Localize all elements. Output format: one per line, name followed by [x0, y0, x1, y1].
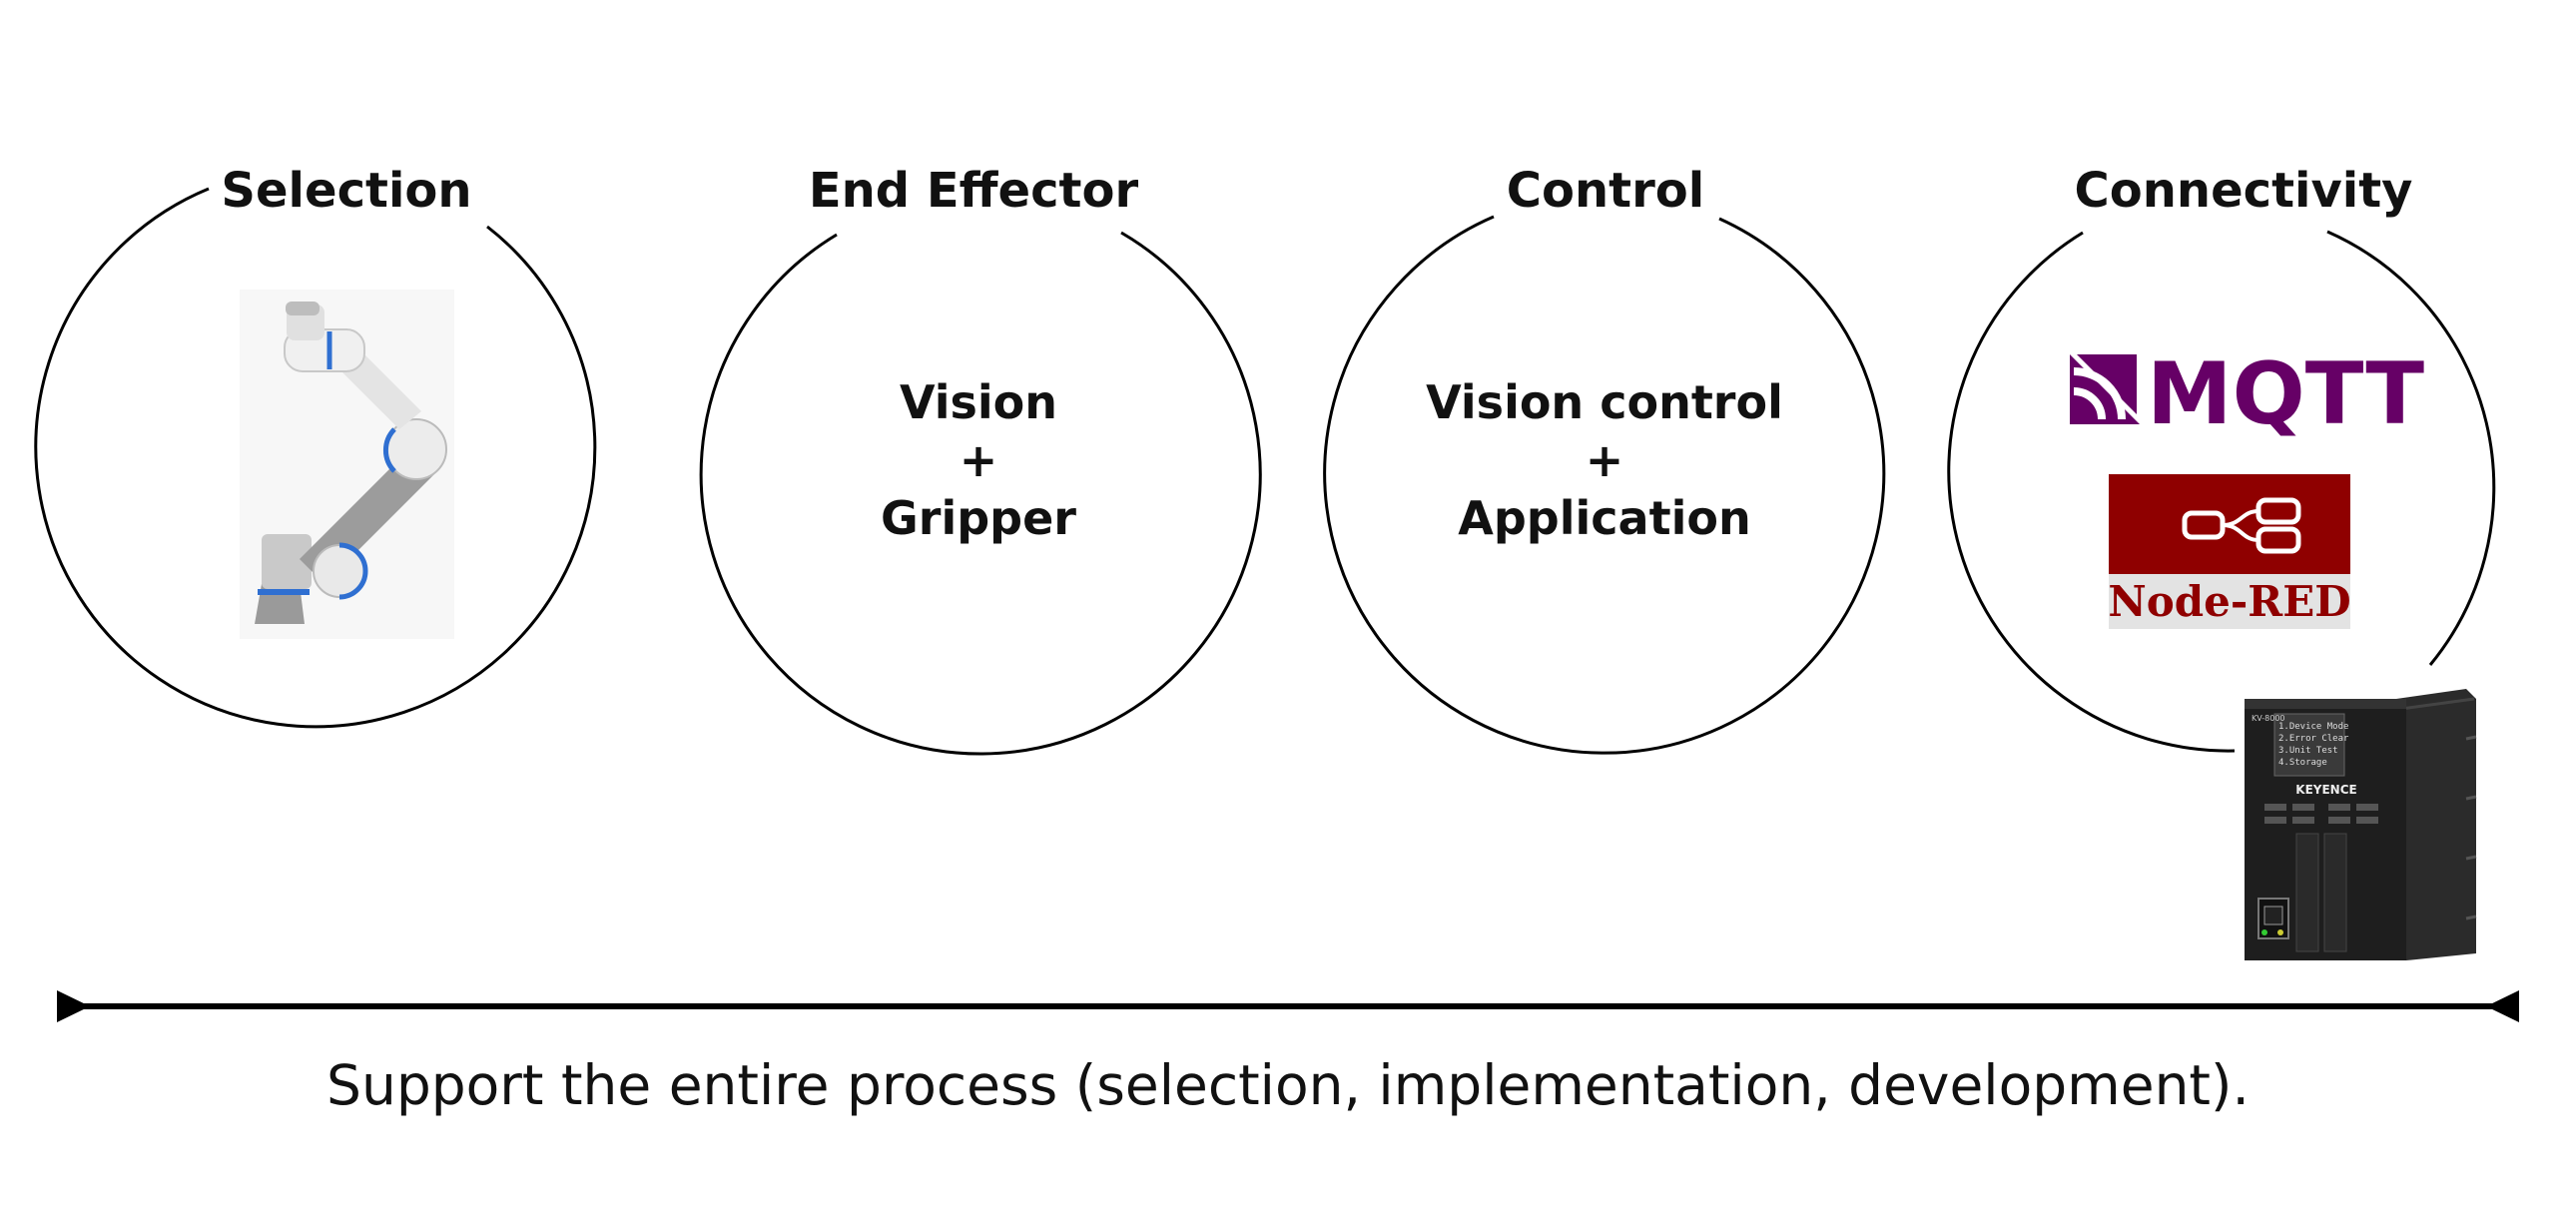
end-effector-circle — [699, 231, 1262, 756]
plc-screen-line-3: 3.Unit Test — [2278, 746, 2338, 756]
plc-device-image: 1.Device Mode 2.Error Clear 3.Unit Test … — [2245, 689, 2477, 960]
robot-arm-image — [240, 290, 454, 639]
mqtt-logo: MQTT — [2070, 344, 2424, 444]
node-red-text: Node-RED — [2108, 577, 2350, 626]
control-line-2: + — [1585, 433, 1624, 487]
stage-title-connectivity: Connectivity — [2074, 163, 2413, 219]
plc-screen-line-2: 2.Error Clear — [2278, 734, 2349, 744]
end-effector-content: Vision + Gripper — [881, 373, 1076, 547]
end-effector-line-1: Vision — [899, 375, 1058, 429]
control-line-1: Vision control — [1426, 375, 1783, 429]
mqtt-text: MQTT — [2147, 344, 2424, 444]
stage-title-end-effector: End Effector — [808, 163, 1139, 219]
plc-screen-line-4: 4.Storage — [2278, 758, 2327, 768]
connectivity-circle — [1947, 230, 2496, 753]
process-arrow — [57, 990, 2519, 1022]
stage-title-control: Control — [1506, 163, 1705, 219]
end-effector-line-3: Gripper — [881, 491, 1076, 545]
node-red-logo: Node-RED — [2108, 474, 2351, 629]
control-content: Vision control + Application — [1426, 373, 1783, 547]
plc-screen-line-1: 1.Device Mode — [2278, 722, 2348, 732]
stage-title-selection: Selection — [221, 163, 472, 219]
plc-brand-text: KEYENCE — [2295, 783, 2356, 797]
end-effector-line-2: + — [959, 433, 998, 487]
plc-model-text: KV-8000 — [2252, 714, 2285, 723]
process-caption: Support the entire process (selection, i… — [326, 1053, 2250, 1117]
control-circle — [1323, 215, 1886, 755]
selection-circle — [34, 187, 597, 729]
control-line-3: Application — [1458, 491, 1751, 545]
